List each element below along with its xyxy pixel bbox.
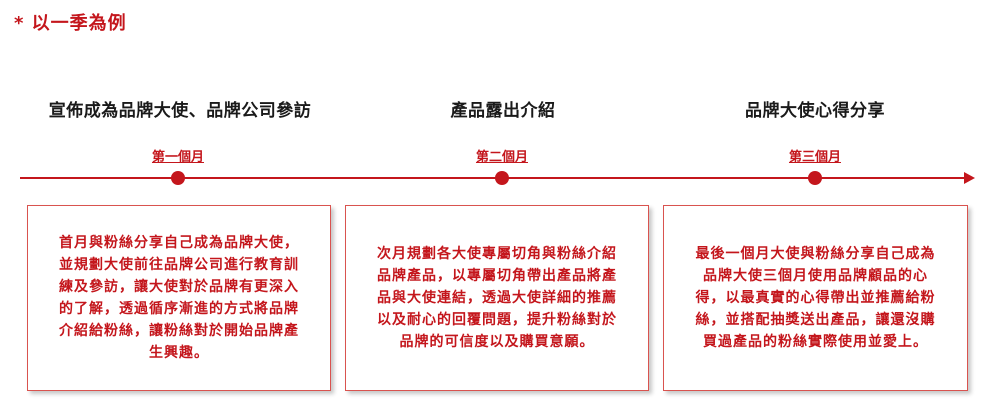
stage-2-description: 次月規劃各大使專屬切角與粉絲介紹品牌產品，以專屬切角帶出產品將產品與大使連結，透… <box>377 246 617 350</box>
timeline-dot-3 <box>808 171 822 185</box>
example-note: * 以一季為例 <box>14 13 127 34</box>
timeline-arrow-icon <box>964 172 975 184</box>
stage-1-month: 第一個月 <box>151 150 204 165</box>
stage-3-description: 最後一個月大使與粉絲分享自己成為品牌大使三個月使用品牌顧品的心得，以最真實的心得… <box>695 246 936 350</box>
stage-1-heading: 宣佈成為品牌大使、品牌公司參訪 <box>48 101 312 121</box>
timeline-dot-1 <box>171 171 185 185</box>
timeline-line <box>20 177 968 179</box>
stage-3-month: 第三個月 <box>788 150 841 165</box>
stage-2-card: 次月規劃各大使專屬切角與粉絲介紹品牌產品，以專屬切角帶出產品將產品與大使連結，透… <box>345 205 649 391</box>
stage-2-month: 第二個月 <box>475 150 528 165</box>
stage-3-card: 最後一個月大使與粉絲分享自己成為品牌大使三個月使用品牌顧品的心得，以最真實的心得… <box>663 205 968 391</box>
stage-1-card: 首月與粉絲分享自己成為品牌大使，並規劃大使前往品牌公司進行教育訓練及參訪，讓大使… <box>27 205 331 391</box>
stage-3-heading: 品牌大使心得分享 <box>745 101 885 121</box>
stage-2-heading: 產品露出介紹 <box>450 101 556 121</box>
stage-1-description: 首月與粉絲分享自己成為品牌大使，並規劃大使前往品牌公司進行教育訓練及參訪，讓大使… <box>59 235 299 361</box>
timeline-dot-2 <box>495 171 509 185</box>
